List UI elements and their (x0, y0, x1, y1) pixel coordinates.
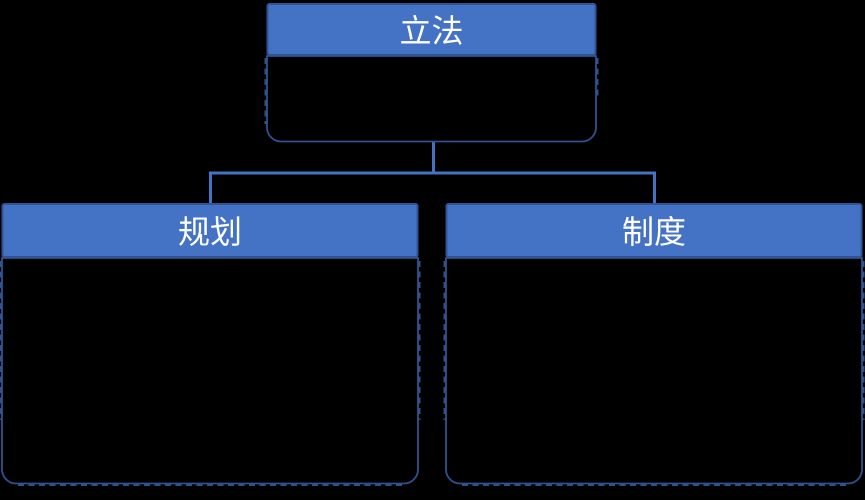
node-system-body (445, 257, 863, 485)
node-legislation-body (266, 55, 597, 143)
connector-group (209, 141, 656, 203)
node-system-header (445, 203, 863, 258)
node-legislation: 立法 (264, 3, 599, 143)
node-system-label: 制度 (622, 214, 686, 250)
node-system-placeholder-border (443, 261, 865, 486)
node-planning: 规划 (0, 203, 421, 486)
node-planning-header (1, 203, 419, 258)
node-planning-placeholder-border (0, 261, 421, 486)
node-system: 制度 (443, 203, 865, 486)
node-legislation-label: 立法 (399, 13, 463, 49)
node-legislation-placeholder-border (264, 58, 599, 124)
node-planning-body (1, 257, 419, 485)
node-legislation-header (266, 3, 597, 56)
node-planning-label: 规划 (178, 214, 242, 250)
